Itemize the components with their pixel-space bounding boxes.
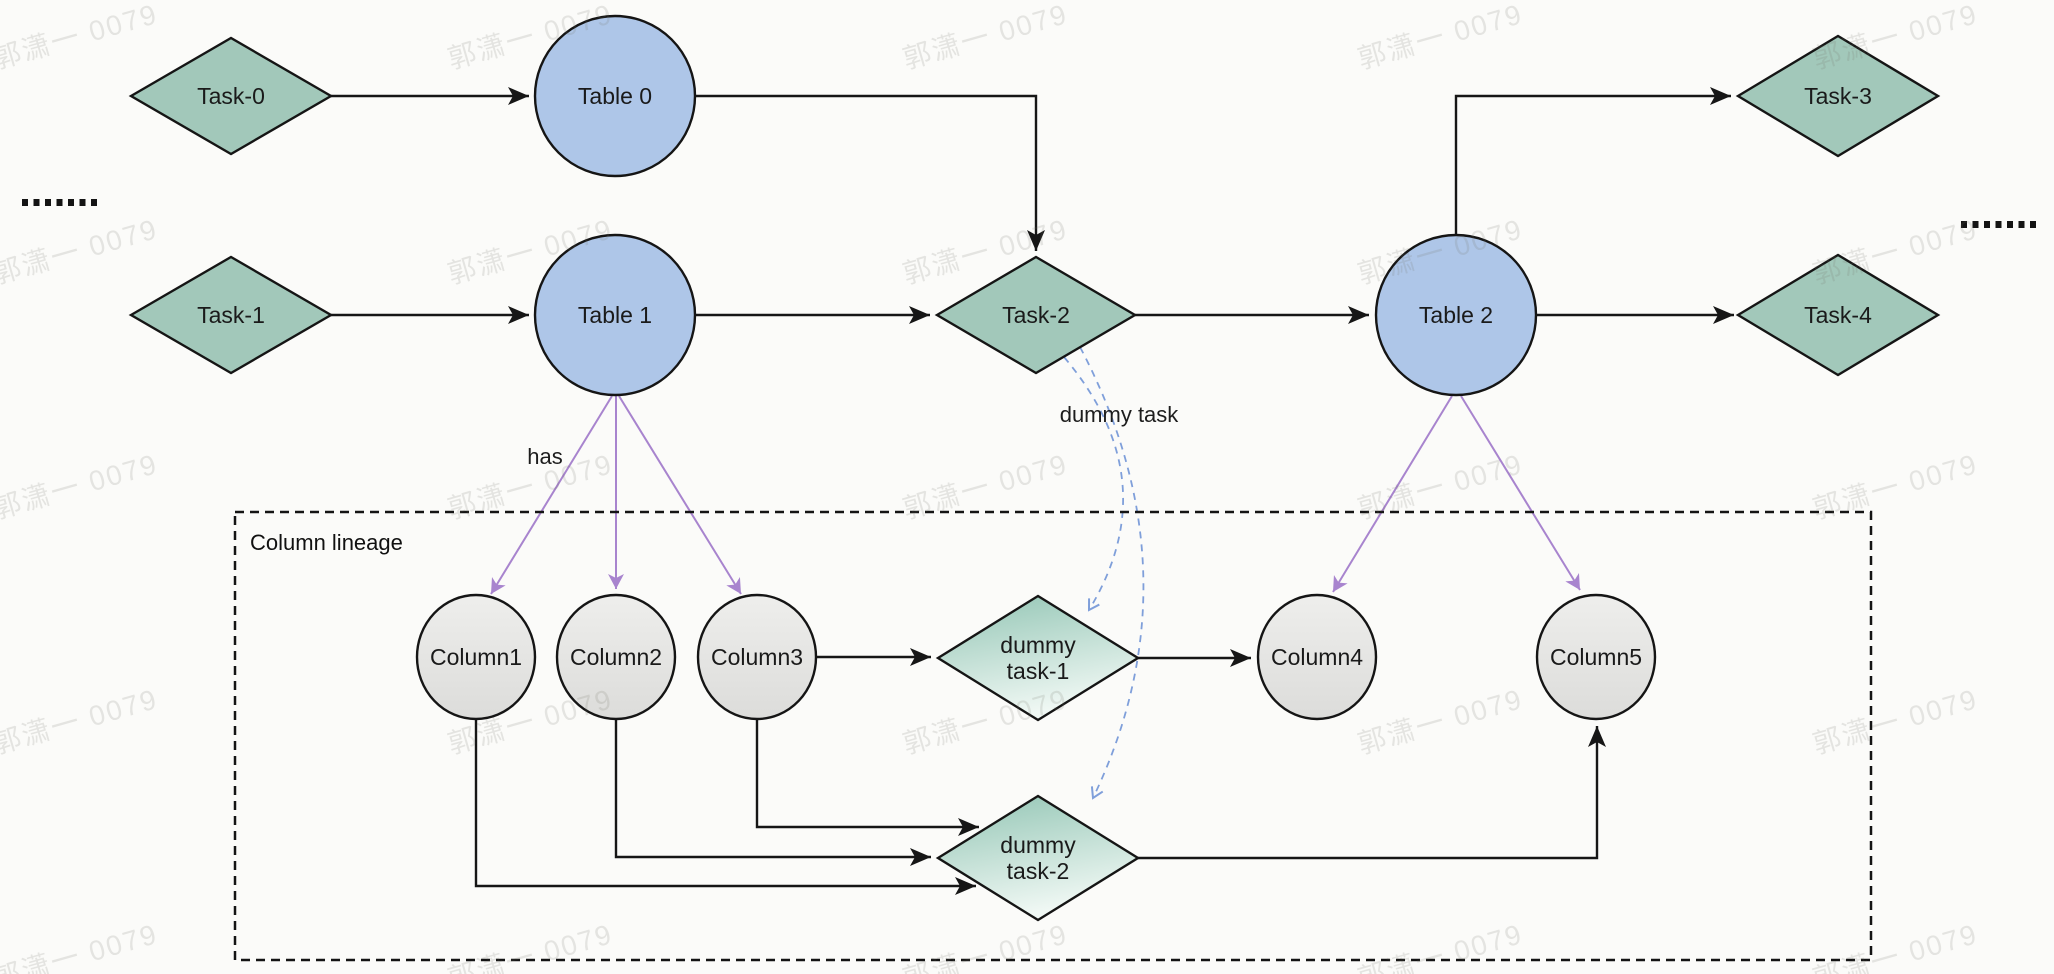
ellipsis-dots-left xyxy=(22,199,98,206)
edge-table1-column1 xyxy=(490,395,613,595)
node-dummy-task-2-shape[interactable] xyxy=(935,794,1141,922)
node-column-2-shape[interactable] xyxy=(555,593,677,721)
node-table-2-shape[interactable] xyxy=(1374,233,1538,397)
node-column-1-shape[interactable] xyxy=(415,593,537,721)
edge-table2-column5 xyxy=(1460,395,1581,591)
node-task-4-shape[interactable] xyxy=(1735,253,1941,377)
edge-table2-task3 xyxy=(1454,87,1731,235)
node-column-4-shape[interactable] xyxy=(1256,593,1378,721)
ellipsis-dots-right xyxy=(1961,221,2037,228)
edge-task2-dummy1 xyxy=(1063,356,1124,612)
edge-column1-dummy2 xyxy=(474,719,976,895)
edge-column2-dummy2 xyxy=(614,719,931,866)
node-table-1-shape[interactable] xyxy=(533,233,697,397)
node-task-2-shape[interactable] xyxy=(934,255,1138,375)
node-task-3-shape[interactable] xyxy=(1735,34,1941,158)
edge-dummy2-column5 xyxy=(1138,726,1606,860)
node-column-3-shape[interactable] xyxy=(696,593,818,721)
node-table-0-shape[interactable] xyxy=(533,14,697,178)
edge-table0-task2 xyxy=(695,94,1045,251)
edge-column3-dummy2 xyxy=(755,719,979,836)
edge-table2-column4 xyxy=(1332,395,1453,593)
node-dummy-task-1-shape[interactable] xyxy=(935,594,1141,722)
node-task-0-shape[interactable] xyxy=(128,36,334,156)
node-column-5-shape[interactable] xyxy=(1535,593,1657,721)
edge-task2-dummy2 xyxy=(1079,346,1145,800)
column-lineage-box xyxy=(233,510,1873,962)
edge-table1-column3 xyxy=(618,395,742,595)
node-task-1-shape[interactable] xyxy=(128,255,334,375)
